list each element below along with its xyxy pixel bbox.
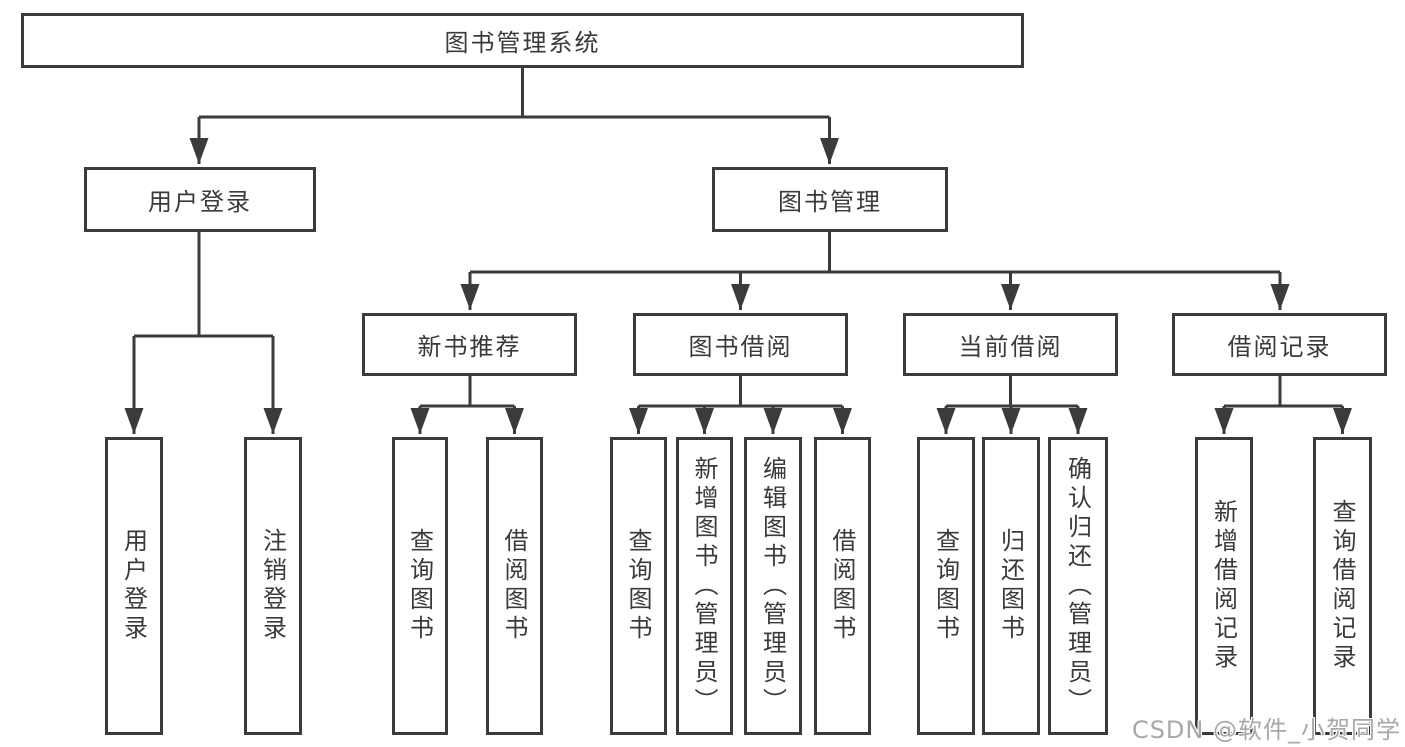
leaf-query-borrow-record: 查询借阅记录 bbox=[1313, 437, 1372, 735]
node-book-borrow: 图书借阅 bbox=[633, 313, 848, 376]
leaf-add-borrow-record: 新增借阅记录 bbox=[1195, 437, 1253, 735]
watermark: CSDN @软件_小贺同学 bbox=[1131, 716, 1401, 744]
leaf-user-login: 用户登录 bbox=[105, 437, 163, 735]
connector-root-to-level2 bbox=[189, 117, 839, 164]
leaf-logout: 注销登录 bbox=[244, 437, 302, 735]
node-book-management: 图书管理 bbox=[712, 167, 948, 232]
node-root: 图书管理系统 bbox=[21, 13, 1024, 68]
node-new-book-recommend: 新书推荐 bbox=[362, 313, 577, 376]
connector-newbook-to-leaves bbox=[410, 406, 524, 434]
leaf-add-book-admin: 新增图书（管理员） bbox=[676, 437, 733, 735]
leaf-borrow-books-recommend: 借阅图书 bbox=[486, 437, 543, 735]
connector-borrowrecords-to-leaves bbox=[1214, 406, 1352, 434]
connector-userlogin-to-leaves bbox=[124, 336, 283, 434]
leaf-query-books-current: 查询图书 bbox=[917, 437, 975, 735]
node-borrow-records: 借阅记录 bbox=[1172, 313, 1387, 376]
leaf-confirm-return-admin: 确认归还（管理员） bbox=[1048, 437, 1108, 735]
leaf-borrow-books: 借阅图书 bbox=[814, 437, 871, 735]
leaf-return-book: 归还图书 bbox=[982, 437, 1040, 735]
connector-rails bbox=[134, 66, 1343, 408]
connector-bookmgmt-to-level3 bbox=[460, 272, 1290, 310]
leaf-edit-book-admin: 编辑图书（管理员） bbox=[744, 437, 802, 735]
node-current-borrow: 当前借阅 bbox=[903, 313, 1118, 376]
connector-bookborrow-to-leaves bbox=[629, 406, 852, 434]
connector-currentborrow-to-leaves bbox=[936, 406, 1088, 434]
leaf-query-books-borrow: 查询图书 bbox=[610, 437, 667, 735]
node-user-login: 用户登录 bbox=[84, 167, 316, 232]
leaf-query-books-recommend: 查询图书 bbox=[392, 437, 448, 735]
